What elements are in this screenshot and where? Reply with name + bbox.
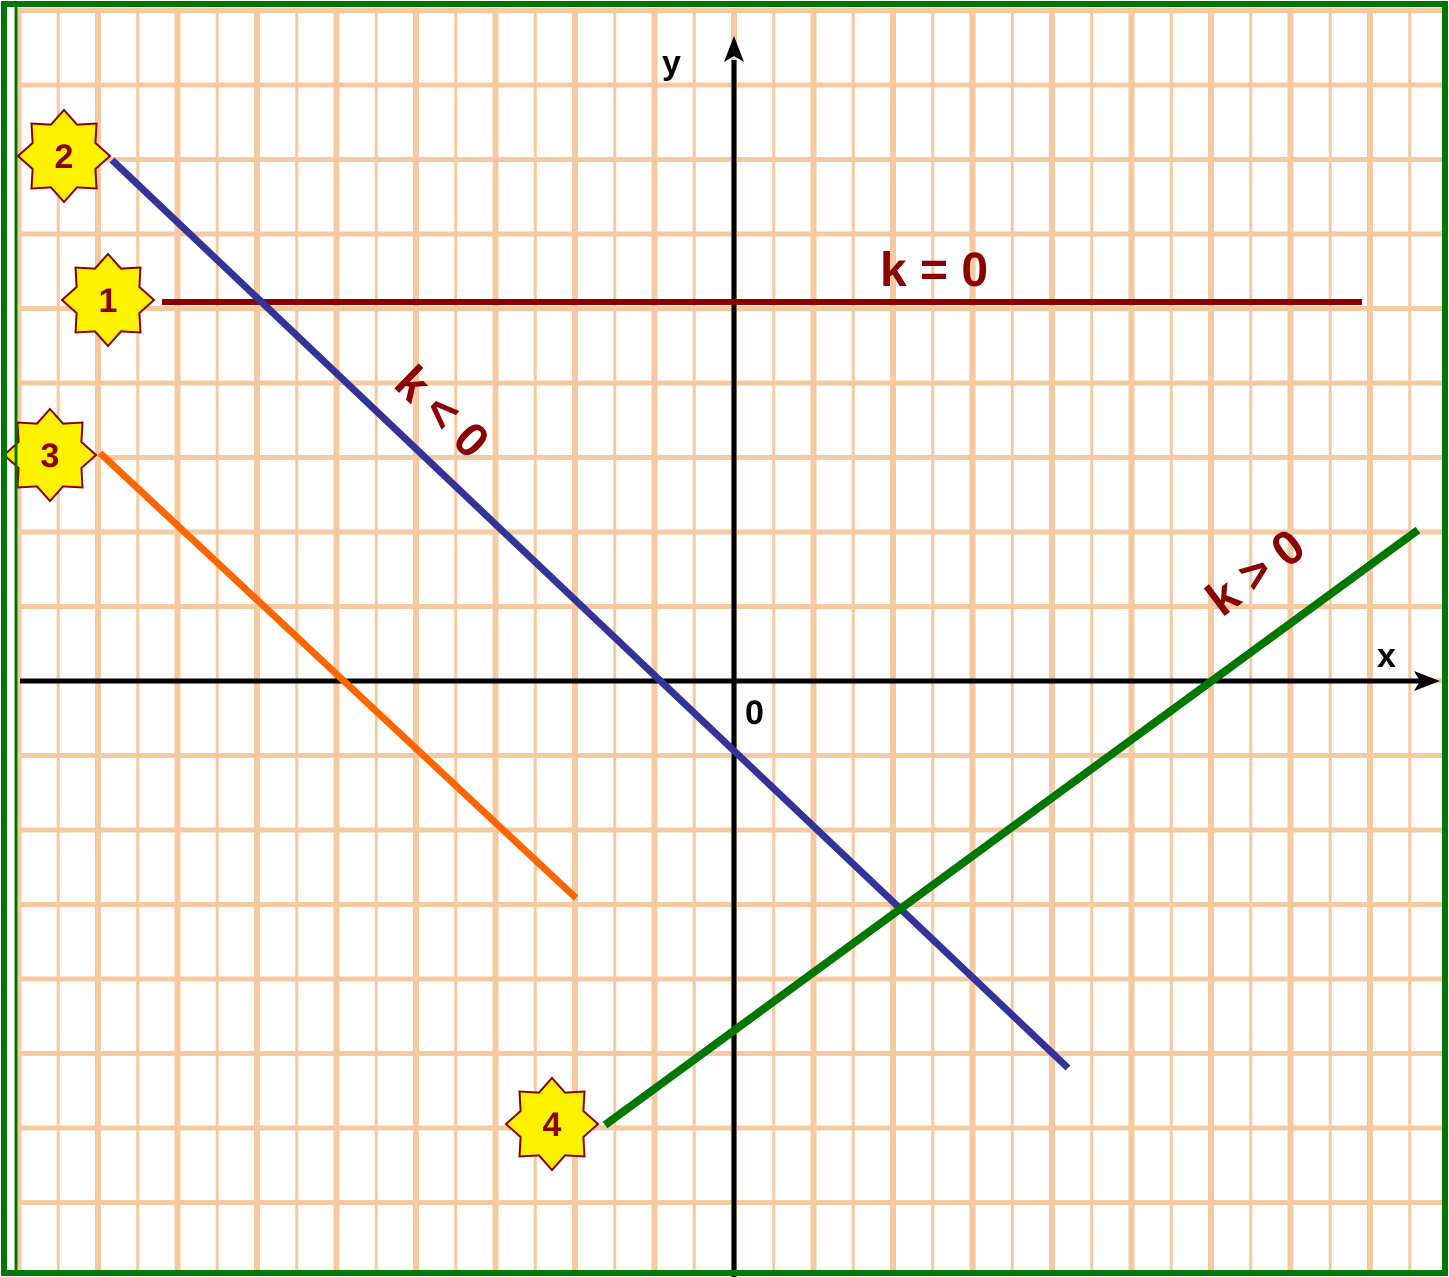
badge-4-star: [504, 1076, 600, 1172]
x-axis-label: x: [1377, 637, 1396, 675]
grid: [15, 8, 1445, 1272]
badge-3: 3: [2, 407, 98, 503]
line-3: [97, 450, 579, 901]
badge-1-star: [60, 252, 156, 348]
badge-3-star: [2, 407, 98, 503]
x-axis-arrow: [1414, 671, 1440, 691]
badge-2-star: [16, 108, 112, 204]
badge-4: 4: [504, 1076, 600, 1172]
badge-2-number: 2: [55, 138, 74, 176]
y-axis-label: y: [662, 44, 681, 82]
line-2: [109, 157, 1071, 1071]
badge-4-number: 4: [543, 1106, 562, 1144]
y-axis-arrow: [724, 36, 744, 62]
badge-1: 1: [60, 252, 156, 348]
origin-label: 0: [745, 694, 764, 732]
line-1-label: k = 0: [880, 244, 988, 297]
axes: [20, 60, 1420, 1277]
badge-3-number: 3: [41, 437, 60, 475]
line-4: [602, 526, 1421, 1129]
badge-1-number: 1: [99, 282, 118, 320]
badge-2: 2: [16, 108, 112, 204]
